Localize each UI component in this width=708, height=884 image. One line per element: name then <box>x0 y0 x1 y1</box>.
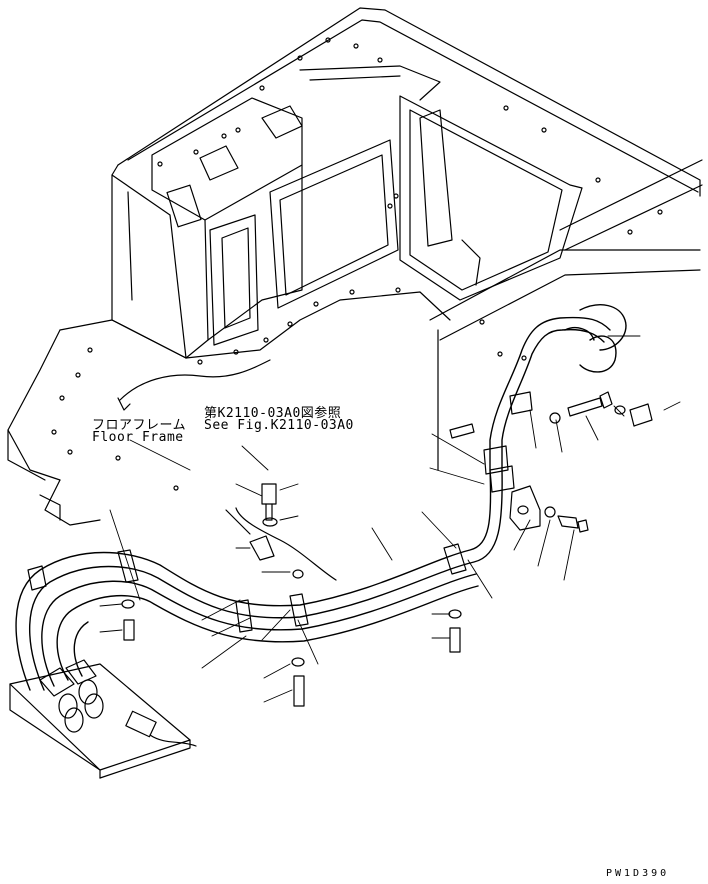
floor-frame <box>8 8 702 525</box>
hose-bundle <box>16 305 626 690</box>
floor-frame-label-jp: フロアフレーム <box>92 418 187 433</box>
bolts-center <box>122 484 461 706</box>
bundle-clamps <box>28 392 532 632</box>
bolts-right <box>450 392 652 438</box>
hose-bracket <box>510 486 588 532</box>
drawing-code: PW1D390 <box>606 868 670 879</box>
floor-frame-label-en: Floor Frame <box>92 430 184 445</box>
harness-wire <box>118 360 270 410</box>
hose-couplers <box>10 660 196 778</box>
leader-lines <box>100 336 680 702</box>
reference-label-jp: 第K2110-03A0図参照 <box>204 406 342 421</box>
reference-label-en: See Fig.K2110-03A0 <box>204 418 354 433</box>
